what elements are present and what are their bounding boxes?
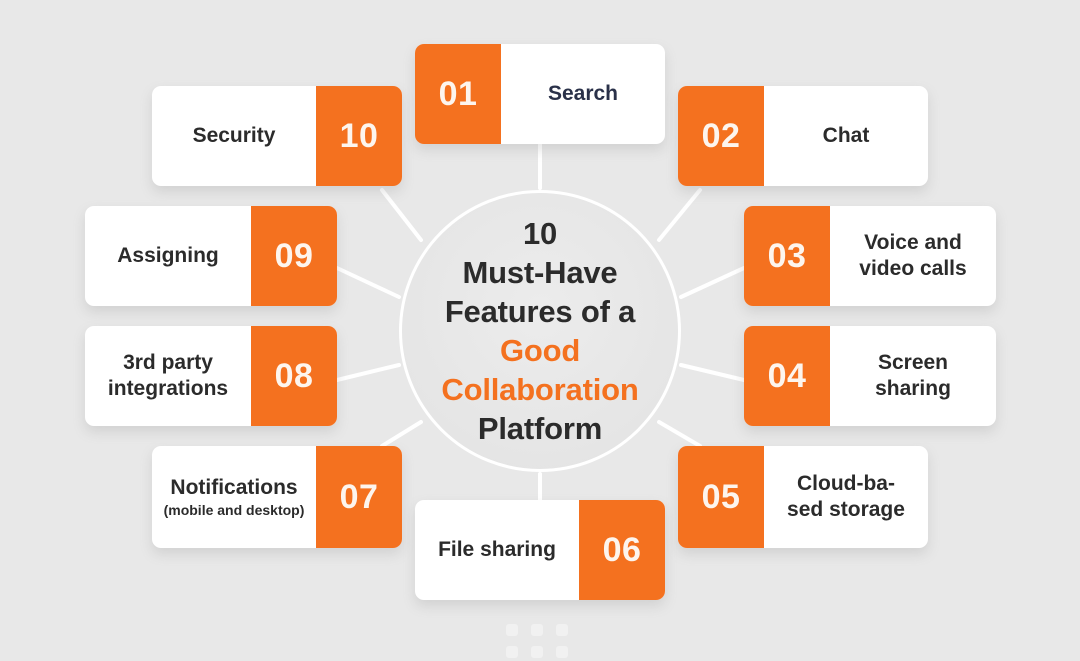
feature-card-04[interactable]: 04 Screen sharing bbox=[744, 326, 996, 426]
hub-title: 10 Must-Have Features of a Good Collabor… bbox=[402, 214, 678, 448]
feature-label-08: 3rd party integrations bbox=[85, 326, 251, 426]
feature-label-05: Cloud-ba- sed storage bbox=[764, 446, 928, 548]
feature-label-text-03: Voice and video calls bbox=[859, 231, 967, 280]
feature-label-text-09: Assigning bbox=[117, 244, 219, 267]
feature-number-04: 04 bbox=[744, 326, 830, 426]
feature-card-01[interactable]: 01 Search bbox=[415, 44, 665, 144]
feature-label-text-02: Chat bbox=[822, 124, 870, 147]
feature-card-05[interactable]: 05 Cloud-ba- sed storage bbox=[678, 446, 928, 548]
feature-card-07[interactable]: 07 Notifications (mobile and desktop) bbox=[152, 446, 402, 548]
hub-title-line-3-plain: Features of a bbox=[444, 294, 636, 329]
feature-number-02: 02 bbox=[678, 86, 764, 186]
dot bbox=[506, 624, 518, 636]
feature-label-10: Security bbox=[152, 86, 316, 186]
feature-card-06[interactable]: 06 File sharing bbox=[415, 500, 665, 600]
feature-label-06: File sharing bbox=[415, 500, 579, 600]
feature-label-text-01: Search bbox=[547, 82, 619, 105]
feature-number-08: 08 bbox=[251, 326, 337, 426]
feature-label-text-07: Notifications bbox=[170, 476, 298, 499]
feature-number-01: 01 bbox=[415, 44, 501, 144]
feature-card-03[interactable]: 03 Voice and video calls bbox=[744, 206, 996, 306]
feature-label-01: Search bbox=[501, 44, 665, 144]
feature-card-10[interactable]: 10 Security bbox=[152, 86, 402, 186]
feature-number-07: 07 bbox=[316, 446, 402, 548]
dot bbox=[531, 646, 543, 658]
feature-card-09[interactable]: 09 Assigning bbox=[85, 206, 337, 306]
feature-label-text-05: Cloud-ba- sed storage bbox=[787, 472, 905, 521]
feature-label-text-08: 3rd party integrations bbox=[107, 351, 229, 400]
hub-title-line-5: Platform bbox=[477, 411, 603, 446]
dot bbox=[556, 624, 568, 636]
feature-label-07: Notifications (mobile and desktop) bbox=[152, 446, 316, 548]
center-hub: 10 Must-Have Features of a Good Collabor… bbox=[399, 190, 681, 472]
feature-number-03: 03 bbox=[744, 206, 830, 306]
hub-title-line-4-highlight: Collaboration bbox=[441, 372, 639, 407]
feature-card-02[interactable]: 02 Chat bbox=[678, 86, 928, 186]
feature-number-05: 05 bbox=[678, 446, 764, 548]
dot bbox=[531, 624, 543, 636]
feature-label-02: Chat bbox=[764, 86, 928, 186]
dot bbox=[506, 646, 518, 658]
hub-title-line-1: 10 bbox=[522, 216, 558, 251]
feature-label-09: Assigning bbox=[85, 206, 251, 306]
hub-title-line-3-highlight: Good bbox=[499, 333, 581, 368]
feature-number-10: 10 bbox=[316, 86, 402, 186]
hub-title-line-2: Must-Have bbox=[462, 255, 618, 290]
feature-number-09: 09 bbox=[251, 206, 337, 306]
feature-number-06: 06 bbox=[579, 500, 665, 600]
feature-label-text-04: Screen sharing bbox=[875, 351, 951, 400]
feature-card-08[interactable]: 08 3rd party integrations bbox=[85, 326, 337, 426]
feature-label-04: Screen sharing bbox=[830, 326, 996, 426]
dot bbox=[556, 646, 568, 658]
feature-label-text-06: File sharing bbox=[438, 538, 556, 561]
feature-label-03: Voice and video calls bbox=[830, 206, 996, 306]
feature-sublabel-07: (mobile and desktop) bbox=[163, 502, 305, 518]
feature-label-text-10: Security bbox=[192, 124, 276, 147]
decorative-dot-grid bbox=[506, 624, 574, 658]
